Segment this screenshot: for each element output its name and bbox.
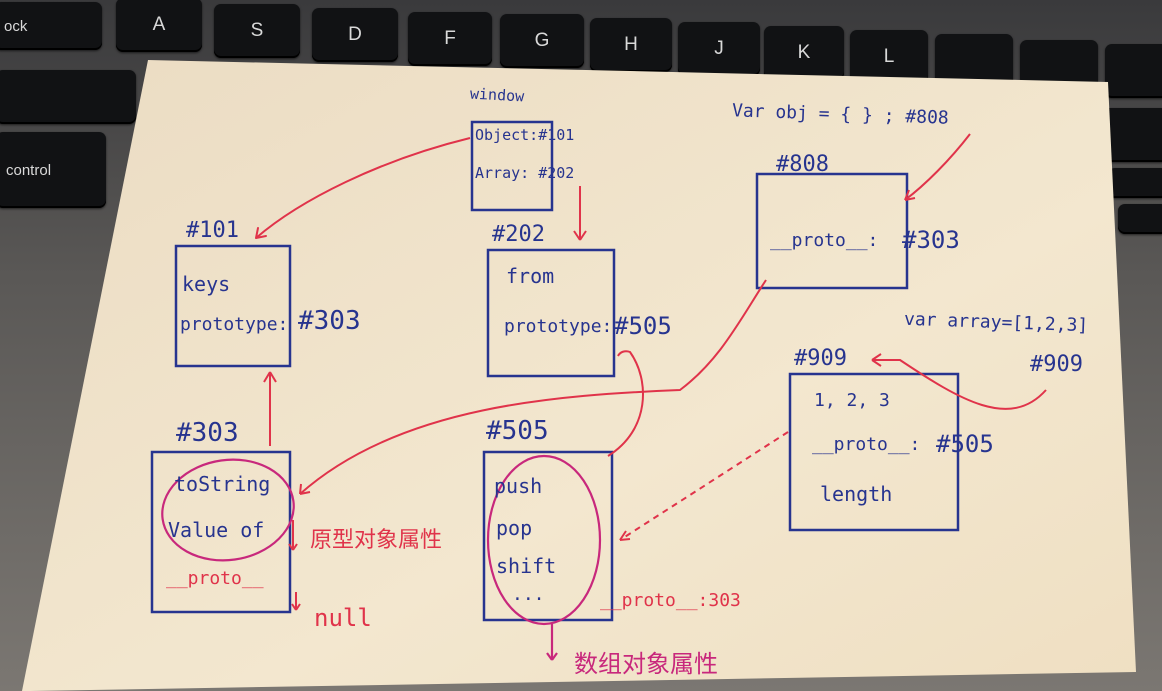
key-l[interactable]: L bbox=[850, 30, 928, 84]
key-arrow-down[interactable] bbox=[1118, 204, 1162, 234]
box-202-row-from: from bbox=[506, 264, 555, 288]
key-control[interactable]: control bbox=[0, 132, 106, 208]
circle-505-methods bbox=[486, 454, 602, 626]
obj-declaration: Var obj = { } ; #808 bbox=[731, 100, 950, 129]
circle-303-methods bbox=[161, 458, 295, 562]
box-505-row-pop: pop bbox=[496, 516, 533, 540]
key-h[interactable]: H bbox=[590, 18, 672, 72]
arrow-object-to-101 bbox=[255, 137, 471, 239]
key-arrow-up[interactable] bbox=[1108, 168, 1162, 198]
box-909-id: #909 bbox=[794, 346, 847, 371]
key-return[interactable] bbox=[1105, 44, 1162, 98]
key-f[interactable]: F bbox=[408, 12, 492, 66]
key-j[interactable]: J bbox=[678, 22, 760, 76]
box-808-side: #303 bbox=[902, 226, 960, 254]
box-505-id: #505 bbox=[486, 416, 549, 446]
box-909-row-proto: __proto__: bbox=[812, 434, 921, 455]
box-303-row-tostring: toString bbox=[174, 472, 271, 496]
box-909 bbox=[788, 372, 960, 532]
window-label: window bbox=[469, 84, 525, 106]
box-505-row-shift: shift bbox=[496, 554, 557, 578]
box-202 bbox=[486, 248, 616, 378]
key-caps-lock[interactable]: ock bbox=[0, 2, 102, 50]
box-808-row-proto: __proto__: bbox=[770, 230, 879, 251]
null-label: null bbox=[314, 604, 372, 632]
box-202-id: #202 bbox=[492, 222, 545, 247]
arrow-909-to-505 bbox=[619, 431, 789, 541]
key-a[interactable]: A bbox=[116, 0, 202, 52]
box-101-id: #101 bbox=[186, 218, 239, 243]
box-505 bbox=[482, 450, 614, 622]
arrow-808-to-303 bbox=[299, 279, 767, 495]
array-attr-label: 数组对象属性 bbox=[574, 650, 718, 678]
key-s[interactable]: S bbox=[214, 4, 300, 58]
arrow-obj-to-808 bbox=[904, 133, 971, 201]
key-d[interactable]: D bbox=[312, 8, 398, 62]
arrow-array-to-909 bbox=[872, 359, 1047, 410]
box-101-row-prototype: prototype: bbox=[180, 314, 289, 335]
arrow-505-to-202 bbox=[607, 350, 644, 457]
box-303-row-valueof: Value of bbox=[168, 518, 265, 542]
box-505-row-push: push bbox=[494, 474, 543, 498]
box-909-row-values: 1, 2, 3 bbox=[814, 390, 890, 411]
box-303-row-proto: __proto__ bbox=[166, 568, 264, 589]
box-505-row-more: ... bbox=[512, 584, 545, 605]
box-808 bbox=[755, 172, 909, 290]
box-808-id: #808 bbox=[776, 152, 829, 177]
box-101 bbox=[174, 244, 292, 368]
array-declaration: var array=[1,2,3] bbox=[903, 308, 1089, 337]
array-address: #909 bbox=[1030, 352, 1083, 377]
box-303-id: #303 bbox=[176, 418, 239, 448]
box-909-row-length: length bbox=[820, 482, 893, 506]
key-shift[interactable] bbox=[0, 70, 136, 124]
proto-attr-label: 原型对象属性 bbox=[310, 528, 443, 553]
window-row-array: Array: #202 bbox=[475, 164, 575, 182]
keyboard: ock A S D F G H J K L control bbox=[0, 0, 1162, 260]
box-202-row-prototype: prototype: bbox=[504, 316, 613, 337]
box-window bbox=[470, 120, 554, 212]
window-row-object: Object:#101 bbox=[475, 126, 575, 144]
box-202-side: #505 bbox=[614, 312, 672, 340]
key-g[interactable]: G bbox=[500, 14, 584, 68]
box-303 bbox=[150, 450, 292, 614]
key-k[interactable]: K bbox=[764, 26, 844, 80]
box-101-row-keys: keys bbox=[182, 272, 231, 296]
box-909-side: #505 bbox=[936, 430, 994, 458]
proto-303-label: __proto__:303 bbox=[600, 590, 741, 611]
box-101-side: #303 bbox=[298, 306, 361, 336]
